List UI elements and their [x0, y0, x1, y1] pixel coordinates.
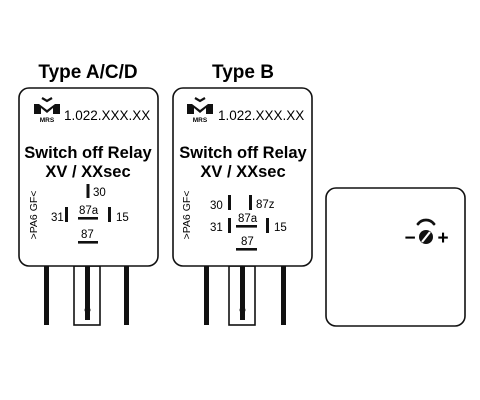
- terminal-label-30: 30: [93, 187, 106, 199]
- terminal-bar: [78, 241, 98, 244]
- pin-tip: [239, 307, 246, 313]
- pin: [281, 266, 286, 325]
- terminal-label-87a: 87a: [79, 205, 99, 217]
- terminal-bar: [236, 248, 257, 251]
- pin: [240, 266, 245, 320]
- part-number: 1.022.XXX.XX: [64, 108, 150, 123]
- terminal-label-87: 87: [241, 236, 254, 248]
- terminal-label-15: 15: [116, 212, 129, 224]
- plus-sign: +: [437, 228, 448, 249]
- relay-type-label: Type A/C/D: [38, 62, 137, 83]
- relay-type-acd: Type A/C/D MRS 1.022.XXX.XX Switch off R…: [18, 62, 159, 326]
- part-number: 1.022.XXX.XX: [218, 108, 304, 123]
- mrs-logo: MRS: [187, 97, 213, 124]
- pin: [44, 266, 49, 325]
- terminal-label-15: 15: [274, 222, 287, 234]
- relay-name-line1: Switch off Relay: [179, 144, 307, 162]
- adjustment-potentiometer-icon[interactable]: − +: [404, 218, 449, 249]
- minus-sign: −: [404, 228, 415, 249]
- side-panel-housing: [325, 187, 466, 327]
- terminal-bar: [228, 218, 231, 233]
- relay-housing: [18, 87, 159, 267]
- mrs-logo: MRS: [34, 97, 60, 124]
- material-mark: >PA6 GF<: [181, 191, 193, 240]
- relay-type-b: Type B MRS 1.022.XXX.XX Switch off Relay…: [172, 62, 313, 326]
- terminal-bar: [266, 218, 269, 233]
- terminal-bar: [108, 207, 111, 222]
- terminal-bar: [86, 184, 90, 198]
- terminal-label-30: 30: [210, 200, 223, 212]
- relay-name-line2: XV / XXsec: [200, 163, 285, 181]
- terminal-bar: [249, 195, 252, 210]
- terminal-bar: [78, 217, 98, 220]
- relay-housing: [172, 87, 313, 267]
- terminal-label-87z: 87z: [256, 199, 275, 211]
- side-panel: − +: [325, 187, 466, 327]
- relay-name-line2: XV / XXsec: [45, 163, 130, 181]
- relay-name-line1: Switch off Relay: [24, 144, 152, 162]
- terminal-bar: [228, 195, 231, 210]
- material-mark: >PA6 GF<: [28, 191, 40, 240]
- terminal-label-31: 31: [210, 222, 223, 234]
- terminal-label-87a: 87a: [238, 213, 258, 225]
- terminal-label-31: 31: [51, 212, 64, 224]
- pin: [124, 266, 129, 325]
- terminal-label-87: 87: [81, 229, 94, 241]
- relay-type-label: Type B: [212, 62, 274, 83]
- brand-text: MRS: [40, 117, 55, 124]
- pin: [204, 266, 209, 325]
- pin-tip: [84, 307, 91, 313]
- pin: [85, 266, 90, 320]
- terminal-bar: [236, 225, 257, 228]
- brand-text: MRS: [193, 117, 208, 124]
- terminal-bar: [65, 207, 68, 222]
